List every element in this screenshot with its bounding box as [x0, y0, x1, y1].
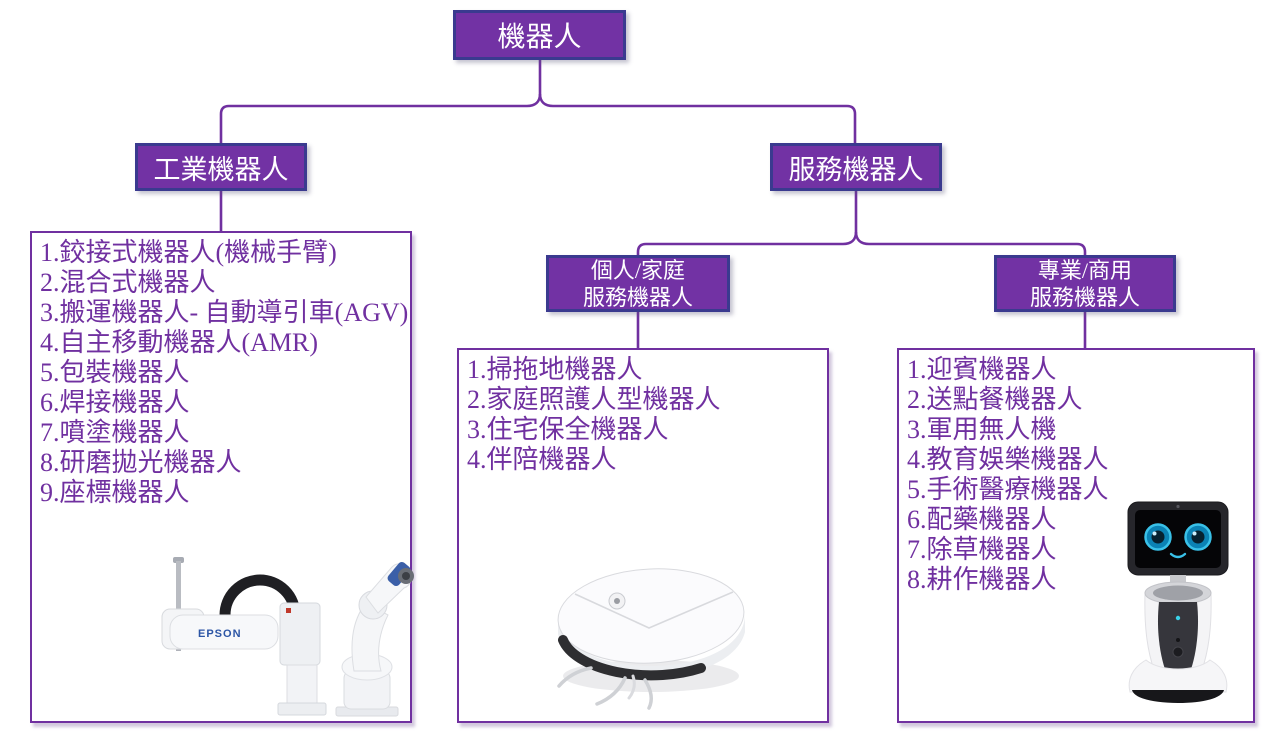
robot-vacuum-image	[557, 568, 745, 710]
node-personal-home-service: 個人/家庭 服務機器人	[546, 255, 730, 312]
list-item: 8.研磨拋光機器人	[40, 448, 242, 477]
epson-robot-arms-image: EPSON	[161, 557, 414, 717]
node-prof-label-line1: 專業/商用	[1037, 257, 1133, 283]
list-item: 7.除草機器人	[907, 535, 1057, 564]
list-item: 4.教育娛樂機器人	[907, 445, 1109, 474]
list-item: 1.掃拖地機器人	[467, 355, 643, 384]
list-item: 9.座標機器人	[40, 478, 190, 507]
industrial-robots-list: 1.鉸接式機器人(機械手臂) 2.混合式機器人 3.搬運機器人- 自動導引車(A…	[30, 231, 414, 723]
list-item: 2.混合式機器人	[40, 268, 216, 297]
node-service: 服務機器人	[770, 143, 942, 191]
node-personal-label-line1: 個人/家庭	[590, 257, 686, 283]
personal-home-robots-list: 1.掃拖地機器人 2.家庭照護人型機器人 3.住宅保全機器人 4.伴陪機器人	[457, 348, 829, 723]
list-item: 2.家庭照護人型機器人	[467, 385, 721, 414]
list-item: 5.包裝機器人	[40, 358, 190, 387]
list-item: 3.軍用無人機	[907, 415, 1057, 444]
node-service-label: 服務機器人	[788, 154, 924, 185]
list-item: 7.噴塗機器人	[40, 418, 190, 447]
node-prof-label: 專業/商用 服務機器人	[1030, 257, 1140, 311]
node-personal-label: 個人/家庭 服務機器人	[583, 257, 693, 311]
list-item: 8.耕作機器人	[907, 565, 1057, 594]
list-item: 4.伴陪機器人	[467, 445, 617, 474]
node-personal-label-line2: 服務機器人	[582, 284, 693, 310]
list-item: 3.住宅保全機器人	[467, 415, 669, 444]
node-root: 機器人	[453, 10, 626, 60]
list-item: 1.迎賓機器人	[907, 355, 1057, 384]
telepresence-robot-image	[1127, 501, 1229, 703]
list-item: 5.手術醫療機器人	[907, 475, 1109, 504]
list-item: 4.自主移動機器人(AMR)	[40, 328, 319, 357]
node-prof-label-line2: 服務機器人	[1029, 284, 1140, 310]
list-item: 6.焊接機器人	[40, 388, 190, 417]
list-item: 3.搬運機器人- 自動導引車(AGV)	[40, 298, 409, 327]
list-item: 6.配藥機器人	[907, 505, 1057, 534]
node-industrial: 工業機器人	[135, 143, 307, 191]
node-root-label: 機器人	[497, 22, 582, 53]
list-item: 2.送點餐機器人	[907, 385, 1083, 414]
node-professional-commercial-service: 專業/商用 服務機器人	[994, 255, 1176, 312]
epson-brand-text: EPSON	[198, 628, 242, 640]
node-industrial-label: 工業機器人	[153, 154, 289, 185]
professional-commercial-robots-list: 1.迎賓機器人 2.送點餐機器人 3.軍用無人機 4.教育娛樂機器人 5.手術醫…	[897, 348, 1255, 723]
list-item: 1.鉸接式機器人(機械手臂)	[40, 238, 337, 267]
